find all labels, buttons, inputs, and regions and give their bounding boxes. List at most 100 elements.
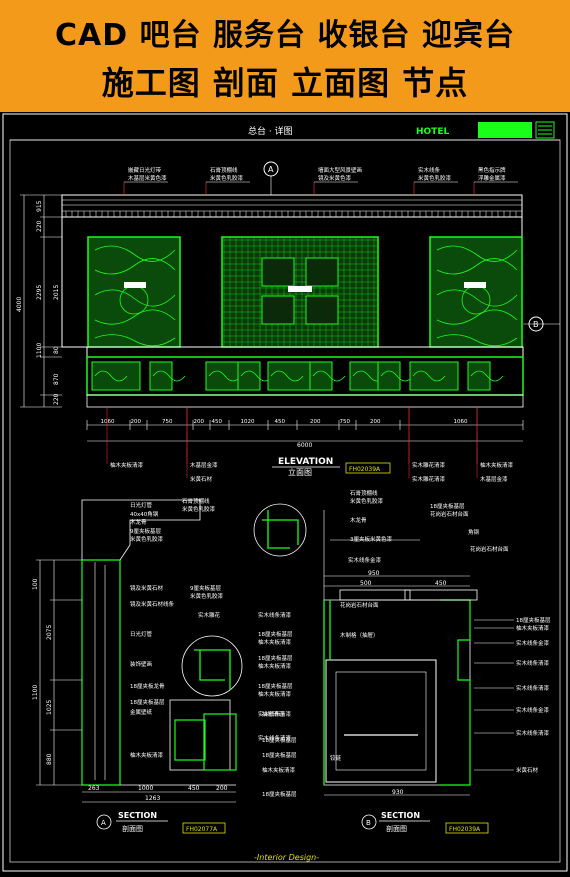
title-block (478, 122, 532, 138)
section-b-right-label: 实木线条清漆 (516, 684, 550, 692)
section-a-label: 日光灯管 (130, 501, 153, 509)
elevation-bottom-label: 米黄石材 (190, 475, 213, 483)
section-a-dim-bottom: 450 (188, 785, 200, 792)
elevation-dim-left: 220 (36, 220, 43, 232)
section-a-mid-label: 米黄色乳胶漆 (190, 592, 224, 600)
section-a-label: 装饰壁画 (130, 660, 152, 668)
section-a-mid-label: 柚木夹板清漆 (258, 690, 292, 698)
elevation-top-label: 米黄色乳胶漆 (418, 174, 452, 182)
elevation-title: ELEVATION (278, 457, 333, 467)
counter-carved-panel (149, 361, 173, 391)
section-a-mid-label: 柚木夹板清漆 (258, 638, 292, 646)
elevation-dim-left: 80 (53, 346, 60, 354)
counter-carved-panel (377, 361, 401, 391)
section-b-label: 18厘夹板基层 (262, 790, 297, 798)
section-a-dim-bottom: 263 (88, 785, 100, 792)
cornice (61, 194, 523, 218)
drawing-sheet: 总台 · 详图 HOTEL A (0, 112, 570, 873)
section-a-subtitle: 剖面图 (122, 824, 143, 833)
section-a-mid-label: 实木线条清漆 (258, 710, 292, 718)
section-b-label: 木龙骨 (350, 516, 367, 524)
elevation-dim-left: 915 (36, 200, 43, 212)
section-b-label: 角钢 (468, 528, 480, 536)
elevation-top-label: 镜及米黄色漆 (318, 174, 352, 182)
left-carved-panel (87, 236, 181, 348)
hotel-label: HOTEL (416, 127, 449, 137)
section-b-label: 18厘夹板基层 (262, 736, 297, 744)
section-b-label: 18厘夹板基层 (430, 502, 465, 510)
section-a-label: 18厘夹板基层 (130, 698, 165, 706)
section-a-dim-total: 1263 (145, 795, 160, 802)
banner-title-line1: CAD 吧台 服务台 收银台 迎宾台 (55, 18, 515, 53)
logo-box (535, 121, 555, 139)
section-b-dim-top: 500 (360, 580, 372, 587)
section-a-label: 18厘夹板龙骨 (130, 682, 165, 690)
counter-carved-panel (91, 361, 141, 391)
elevation-dim-bottom: 450 (275, 419, 286, 425)
section-a-dim-bottom: 1000 (138, 785, 153, 792)
section-b-label: 木制格（抽屉） (340, 631, 379, 639)
counter-carved-panel (237, 361, 261, 391)
section-b-dim-bottom: 930 (392, 789, 404, 796)
section-b-code: FH02039A (449, 826, 481, 833)
section-b-drawing: 950 500 450 930 石膏顶棚线米黄色乳胶漆木龙骨3厘夹板米黄色漆18… (262, 489, 551, 834)
section-a-label: 米黄色乳胶漆 (130, 535, 164, 543)
section-b-dim-top: 950 (368, 570, 380, 577)
cad-drawing: 总台 · 详图 HOTEL A (2, 113, 568, 872)
section-b-right-label: 实木线条金漆 (516, 639, 550, 647)
section-b-subtitle: 剖面图 (386, 824, 407, 833)
elevation-dim-bottom: 200 (194, 419, 205, 425)
counter-carved-panel (267, 361, 317, 391)
elevation-dim-left: 2015 (53, 285, 60, 300)
elevation-top-label: 实木线条 (418, 166, 441, 174)
elevation-drawing: A B 4000 915 220 2295 2015 1100 80 870 2… (16, 161, 560, 483)
elevation-bottom-label: 木基层金漆 (190, 461, 218, 469)
section-a-marker-label: A (268, 165, 274, 174)
section-b-title: SECTION (381, 811, 420, 820)
section-a-dim-left: 1100 (32, 685, 39, 700)
section-b-right-label: 柚木夹板清漆 (516, 624, 550, 632)
section-b-label: 3厘夹板米黄色漆 (350, 535, 392, 543)
elevation-bottom-label: 实木雕花清漆 (412, 461, 446, 469)
elevation-dim-bottom: 450 (212, 419, 223, 425)
elevation-dim-bottom: 200 (370, 419, 381, 425)
section-b-marker-label: B (533, 320, 539, 329)
counter-carved-panel (409, 361, 459, 391)
section-b-right-label: 实木线条清漆 (516, 729, 550, 737)
elevation-bottom-label: 柚木夹板清漆 (110, 461, 144, 469)
elevation-dim-bottom: 750 (340, 419, 351, 425)
elevation-top-label: 石膏顶棚线 (210, 166, 238, 174)
section-a-label: 镜及米黄石材线条 (130, 600, 175, 608)
elevation-subtitle: 立面图 (288, 467, 312, 477)
right-carved-panel (429, 236, 523, 348)
section-a-title-marker (96, 814, 112, 830)
section-b-label: 柚木夹板清漆 (262, 766, 296, 774)
section-a-label: 米黄色乳胶漆 (182, 505, 216, 513)
elevation-dim-left: 870 (53, 373, 60, 385)
section-b-label: 花岗岩石材台面 (470, 545, 509, 553)
elevation-dim-left: 1100 (36, 343, 43, 358)
banner-title-line2: 施工图 剖面 立面图 节点 (101, 64, 469, 102)
section-b-right-label: 实木线条金漆 (516, 706, 550, 714)
section-a-dim-left: 1025 (46, 700, 53, 715)
section-a-mid-label: 实木线条清漆 (258, 734, 292, 742)
section-b-title-marker (361, 814, 377, 830)
section-a-dim-left: 2075 (46, 625, 53, 640)
section-a-label: 石膏顶棚线 (182, 497, 210, 505)
section-b-marker-label: B (366, 819, 371, 827)
section-a-mid-label: 柚木夹板清漆 (258, 662, 292, 670)
sheet-border (2, 113, 568, 872)
section-a-mid-label: 18厘夹板基层 (258, 682, 293, 690)
elevation-top-label: 墙面大型风景壁画 (318, 166, 362, 174)
elevation-bottom-label: 实木雕花清漆 (412, 475, 446, 483)
counter-top (86, 346, 524, 358)
section-a-title: SECTION (118, 811, 157, 820)
footer-caption: -Interior Design- (254, 853, 319, 862)
section-a-detail-bubble (181, 635, 243, 697)
section-a-marker-label: A (101, 819, 106, 827)
elevation-top-label: 木基层米黄色漆 (128, 174, 167, 182)
section-a-label: 40x40角钢 (130, 510, 159, 518)
elevation-dim-total: 6000 (297, 442, 312, 449)
section-b-label: 18厘夹板基层 (262, 751, 297, 759)
elevation-dim-bottom: 1020 (241, 419, 255, 425)
